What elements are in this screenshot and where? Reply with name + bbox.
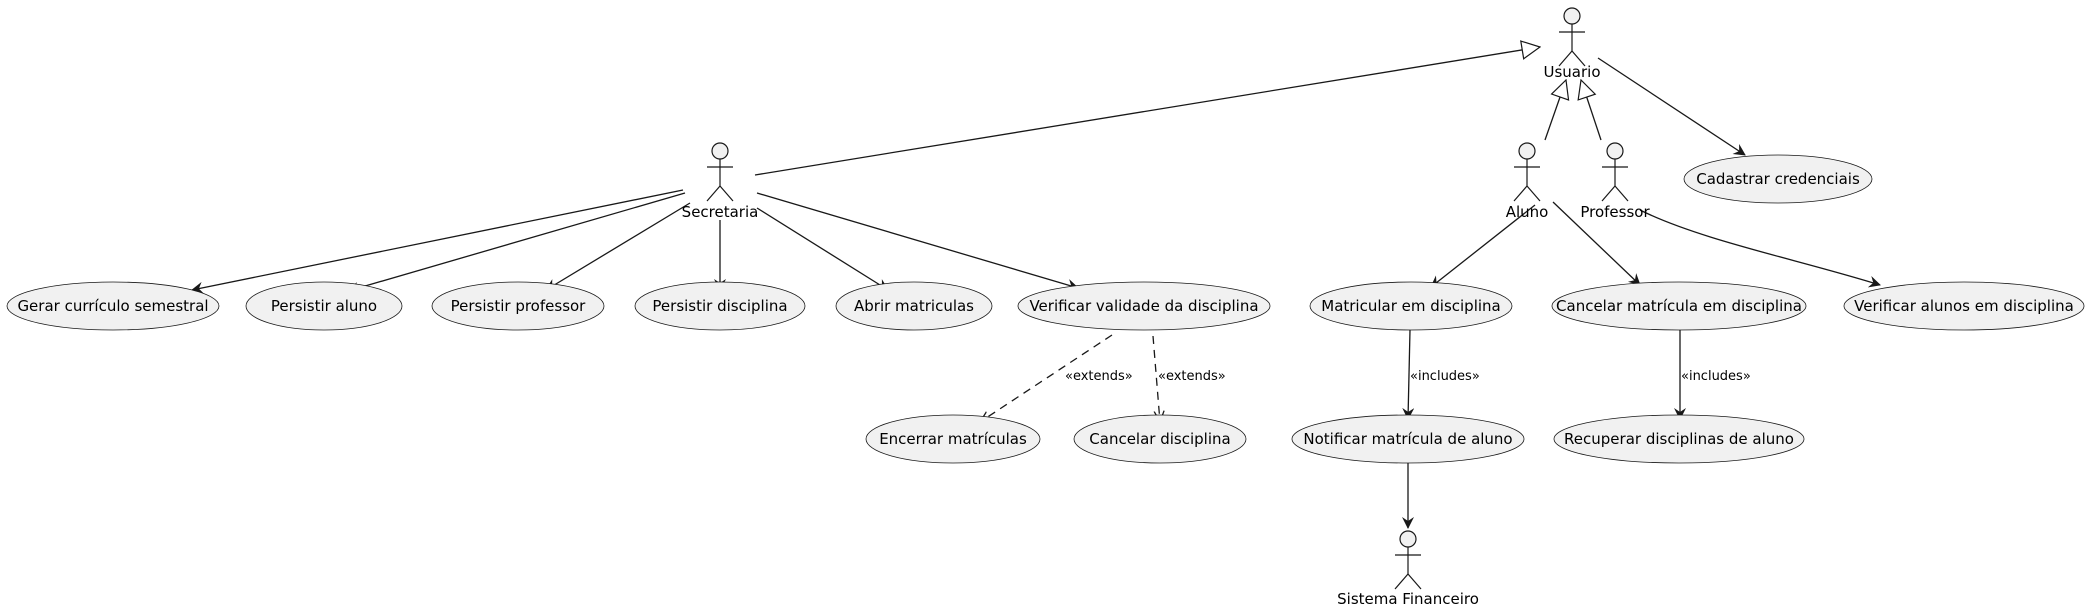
use-case-recuperar: Recuperar disciplinas de aluno <box>1553 414 1805 464</box>
use-case-verificar-validade-label: Verificar validade da disciplina <box>1029 297 1258 315</box>
edge-secretaria-gerar <box>191 189 684 294</box>
use-case-abrir-matriculas-label: Abrir matriculas <box>854 297 974 315</box>
use-case-cancelar-disciplina-label: Cancelar disciplina <box>1089 430 1230 448</box>
edge-includes-notificar <box>1402 329 1415 420</box>
use-case-persistir-aluno: Persistir aluno <box>245 281 403 331</box>
use-case-verificar-alunos: Verificar alunos em disciplina <box>1843 281 2085 331</box>
generalization-aluno-usuario <box>1544 80 1566 141</box>
edge-secretaria-persistir-aluno <box>347 192 686 294</box>
actor-secretaria: Secretaria <box>682 142 759 221</box>
generalization-secretaria-usuario <box>754 47 1540 176</box>
edge-extends-encerrar <box>980 334 1113 422</box>
use-case-matricular-label: Matricular em disciplina <box>1321 297 1500 315</box>
use-case-gerar-curriculo: Gerar currículo semestral <box>6 281 220 331</box>
use-case-notificar: Notificar matrícula de aluno <box>1291 414 1525 464</box>
edge-secretaria-abrir <box>756 207 889 291</box>
generalization-professor-usuario <box>1581 80 1602 141</box>
use-case-persistir-aluno-label: Persistir aluno <box>271 297 377 315</box>
edge-aluno-cancelar-matricula <box>1552 201 1641 286</box>
use-case-encerrar-matriculas: Encerrar matrículas <box>865 414 1041 464</box>
edge-secretaria-persistir-professor <box>545 202 691 291</box>
use-case-verificar-alunos-label: Verificar alunos em disciplina <box>1854 297 2074 315</box>
use-case-persistir-disciplina-label: Persistir disciplina <box>652 297 787 315</box>
use-case-persistir-disciplina: Persistir disciplina <box>634 281 806 331</box>
includes-label-2: «includes» <box>1681 369 1751 384</box>
actor-professor: Professor <box>1580 142 1650 221</box>
edge-professor-verificar-alunos <box>1639 209 1881 288</box>
includes-label-1: «includes» <box>1410 369 1480 384</box>
actor-secretaria-label: Secretaria <box>682 203 759 221</box>
use-case-cadastrar: Cadastrar credenciais <box>1683 154 1873 204</box>
use-case-abrir-matriculas: Abrir matriculas <box>835 281 993 331</box>
use-case-recuperar-label: Recuperar disciplinas de aluno <box>1564 430 1794 448</box>
use-case-cadastrar-label: Cadastrar credenciais <box>1696 170 1860 188</box>
use-case-matricular: Matricular em disciplina <box>1309 281 1513 331</box>
actor-usuario-label: Usuario <box>1543 63 1600 81</box>
actor-sistema-financeiro-label: Sistema Financeiro <box>1337 590 1479 608</box>
actor-aluno: Aluno <box>1506 142 1549 221</box>
use-case-gerar-curriculo-label: Gerar currículo semestral <box>17 297 208 315</box>
use-case-cancelar-disciplina: Cancelar disciplina <box>1073 414 1247 464</box>
actor-aluno-label: Aluno <box>1506 203 1549 221</box>
use-case-encerrar-matriculas-label: Encerrar matrículas <box>879 430 1027 448</box>
use-case-persistir-professor: Persistir professor <box>431 281 605 331</box>
actor-usuario: Usuario <box>1543 7 1601 81</box>
edge-secretaria-verificar-validade <box>756 192 1079 291</box>
use-case-cancelar-matricula-label: Cancelar matrícula em disciplina <box>1556 297 1802 315</box>
edge-usuario-cadastrar <box>1597 57 1746 156</box>
use-case-cancelar-matricula: Cancelar matrícula em disciplina <box>1551 281 1807 331</box>
edge-extends-cancelar-disciplina <box>1152 335 1160 422</box>
use-case-persistir-professor-label: Persistir professor <box>451 297 587 315</box>
actor-sistema-financeiro: Sistema Financeiro <box>1337 530 1479 608</box>
edge-aluno-matricular <box>1430 204 1536 288</box>
use-case-notificar-label: Notificar matrícula de aluno <box>1303 430 1512 448</box>
actor-professor-label: Professor <box>1580 203 1650 221</box>
extends-label-2: «extends» <box>1158 369 1226 384</box>
use-case-verificar-validade: Verificar validade da disciplina <box>1017 281 1271 331</box>
extends-label-1: «extends» <box>1065 369 1133 384</box>
